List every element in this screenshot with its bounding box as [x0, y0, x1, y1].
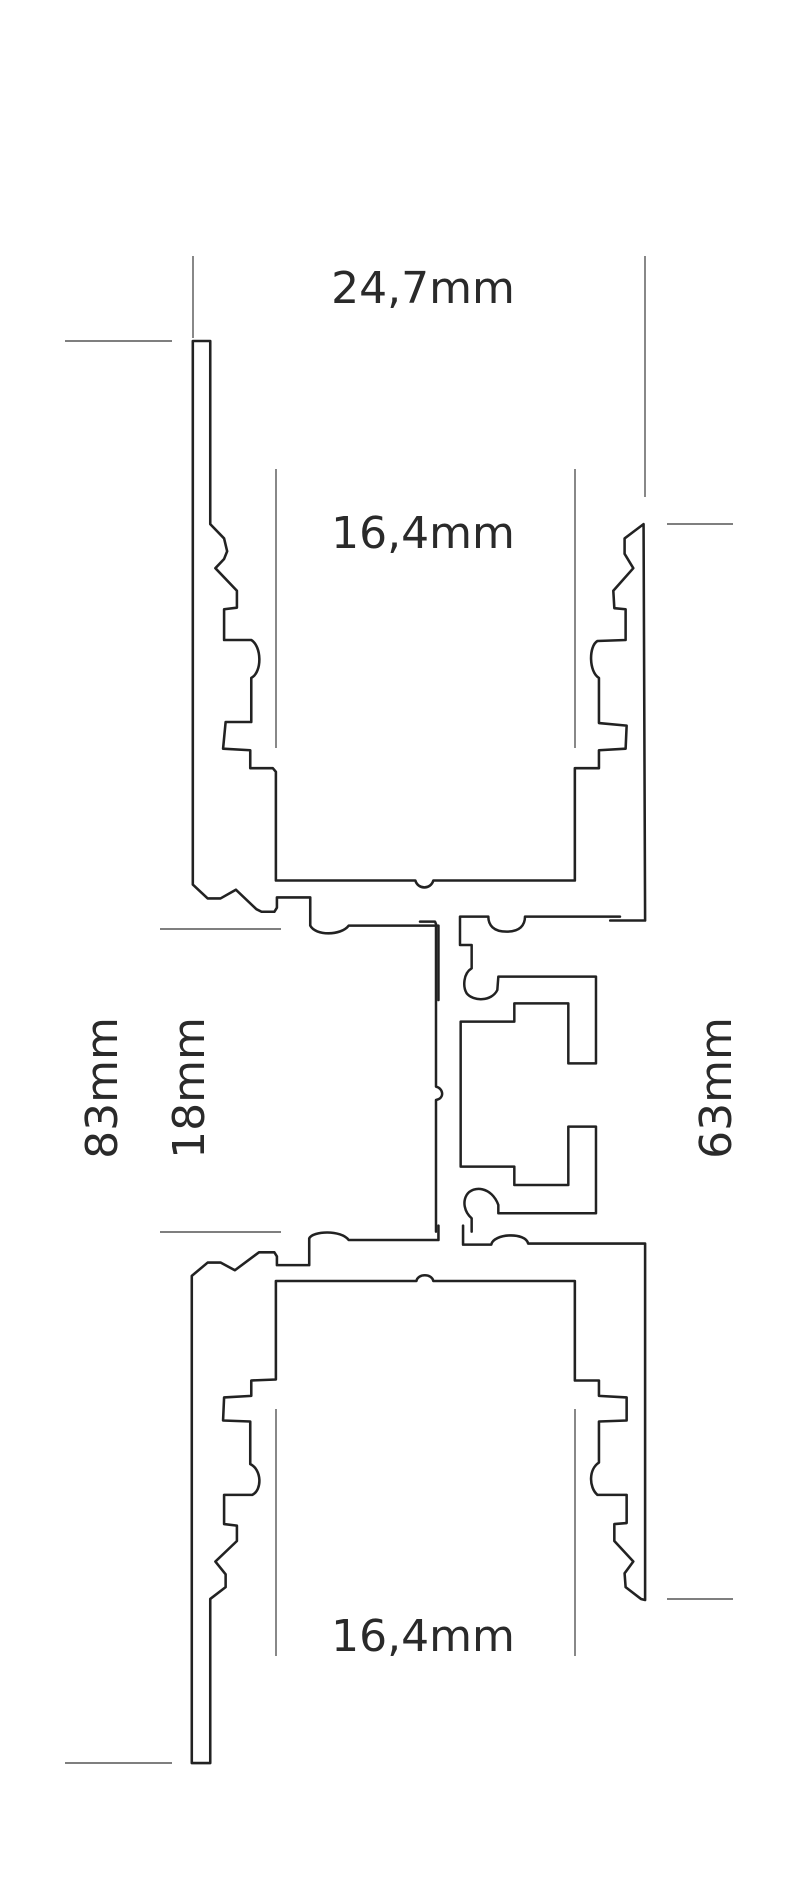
extension-lines: [65, 256, 733, 1764]
dim-overall-height: 83mm: [77, 1017, 128, 1159]
dim-right-height: 63mm: [691, 1017, 742, 1159]
dim-inner-width-top: 16,4mm: [331, 508, 515, 559]
profile-lower-channel: [190, 1224, 647, 1765]
profile-center-slot: [418, 915, 622, 1233]
dim-overall-width: 24,7mm: [331, 263, 515, 314]
dim-inner-width-bottom: 16,4mm: [331, 1611, 515, 1662]
dim-middle-height: 18mm: [164, 1017, 215, 1159]
profile-upper-channel: [191, 339, 647, 1002]
